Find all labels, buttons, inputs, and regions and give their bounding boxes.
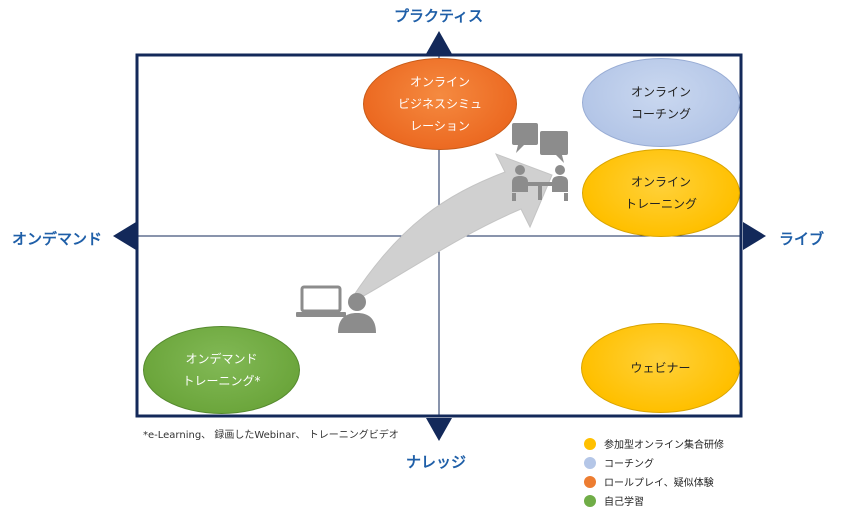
legend-item: 自己学習 [584,491,724,510]
top-arrowhead-icon [426,31,452,54]
legend-label: コーチング [604,459,654,470]
axis-label-on-demand: オンデマンド [12,230,103,248]
legend-item: 参加型オンライン集合研修 [584,434,724,453]
ellipse-online-coaching: オンライン コーチング [582,58,740,147]
meeting-chat-icon [512,123,568,201]
legend-dot-yellow [584,437,596,450]
ellipse-webinar: ウェビナー [581,323,740,413]
ellipse-text-line: トレーニング [624,197,697,211]
legend: 参加型オンライン集合研修 コーチング ロールプレイ、疑似体験 自己学習 [584,434,724,510]
axis-label-live: ライブ [779,230,825,248]
ellipse-online-training: オンライン トレーニング [582,149,740,237]
ellipse-text-line: レーション [410,119,470,133]
ellipse-text-line: オンライン [630,175,691,189]
ellipse-text-line: トレーニング* [182,374,261,388]
ellipse-text-line: コーチング [630,106,691,121]
ellipse-online-business-simulation: オンライン ビジネスシミュ レーション [363,58,517,150]
axis-label-practice: プラクティス [394,7,484,25]
ellipse-text-line: ウェビナー [630,361,691,375]
footnote: *e-Learning、 録画したWebinar、 トレーニングビデオ [143,430,399,441]
legend-dot-blue [584,456,596,469]
legend-label: ロールプレイ、疑似体験 [604,478,714,489]
axis-label-knowledge: ナレッジ [406,453,467,471]
laptop-person-icon [296,285,376,333]
ellipse-text-line: ビジネスシミュ [397,97,482,111]
right-arrowhead-icon [743,222,766,250]
ellipse-text-line: オンデマンド [185,352,258,366]
legend-item: ロールプレイ、疑似体験 [584,472,724,491]
legend-label: 参加型オンライン集合研修 [604,440,724,451]
left-arrowhead-icon [113,222,136,250]
ellipse-text-line: オンライン [409,75,470,89]
legend-dot-green [584,494,596,507]
curved-arrow-icon [351,153,553,299]
ellipse-text-line: オンライン [630,84,691,99]
ellipse-on-demand-training: オンデマンド トレーニング* [143,326,300,414]
bottom-arrowhead-icon [426,418,452,441]
legend-label: 自己学習 [604,497,644,508]
legend-dot-orange [584,475,596,488]
legend-item: コーチング [584,453,724,472]
